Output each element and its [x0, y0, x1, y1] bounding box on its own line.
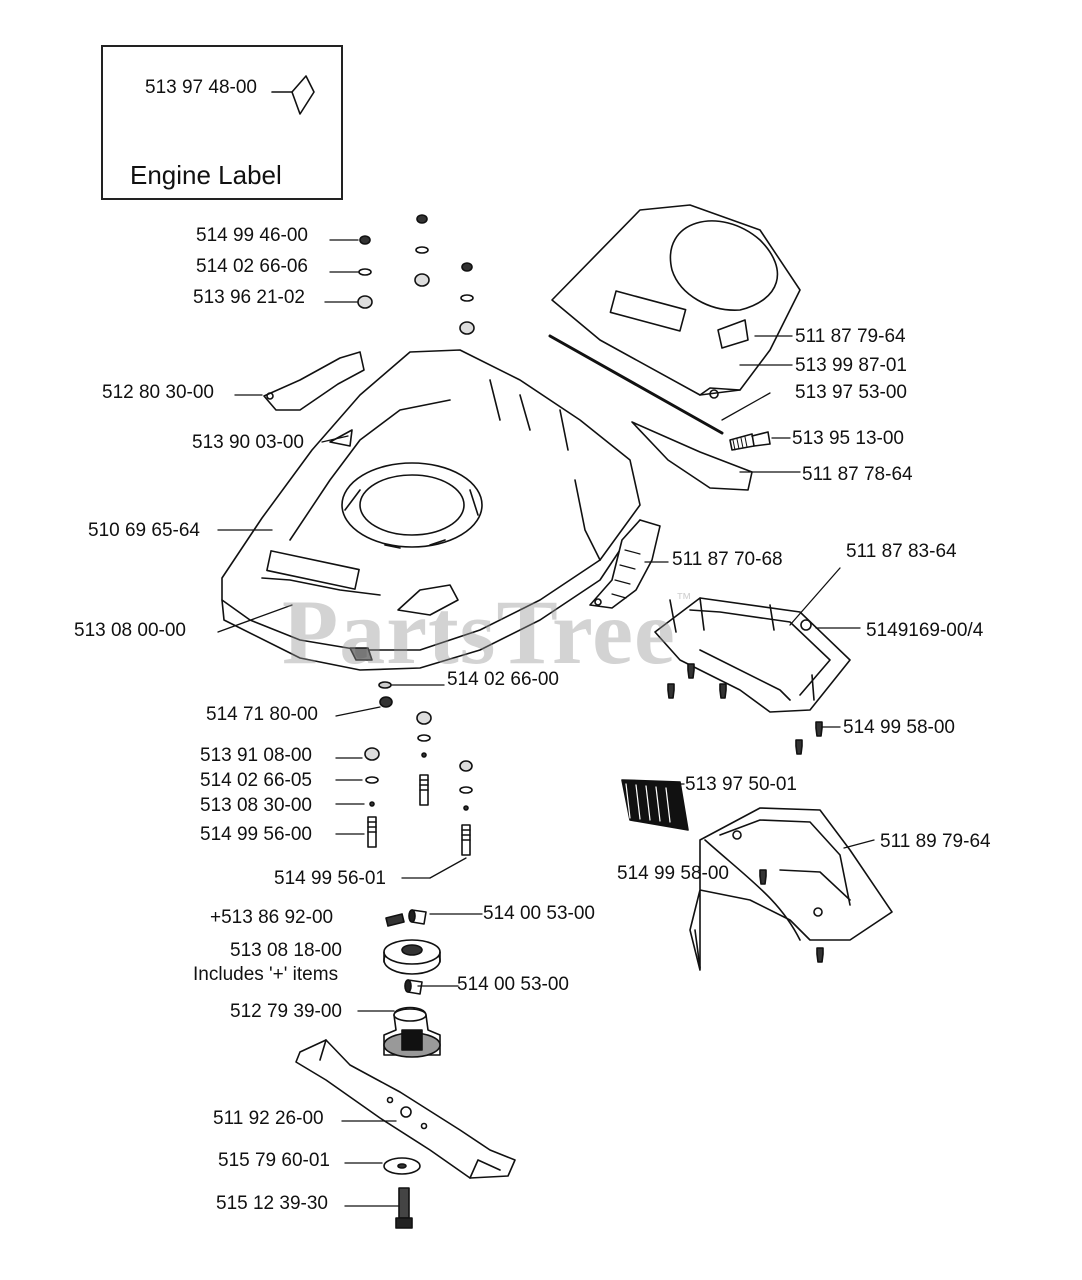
watermark: PartsTree™ — [282, 581, 693, 683]
deck-housing — [221, 349, 641, 671]
part-label[interactable]: 511 89 79-64 — [880, 831, 991, 852]
rod — [548, 334, 724, 435]
part-label[interactable]: 510 69 65-64 — [88, 520, 200, 541]
bracket-512-80-30-00 — [263, 351, 365, 411]
part-label[interactable]: 513 97 50-01 — [685, 774, 797, 795]
blade-washer-bolt — [383, 1157, 421, 1229]
part-label[interactable]: 513 08 00-00 — [74, 620, 186, 641]
part-label[interactable]: 514 99 56-00 — [200, 824, 312, 845]
part-note: Includes '+' items — [193, 964, 339, 985]
spring — [729, 431, 771, 451]
part-label[interactable]: 514 02 66-06 — [196, 256, 308, 277]
part-label[interactable]: 514 99 58-00 — [843, 717, 955, 738]
part-label[interactable]: 511 87 83-64 — [846, 541, 957, 562]
part-label[interactable]: 513 08 18-00 — [230, 940, 342, 961]
part-label[interactable]: 515 12 39-30 — [216, 1193, 328, 1214]
tray-screws — [667, 663, 823, 755]
part-label[interactable]: 513 08 30-00 — [200, 795, 312, 816]
upper-fasteners — [357, 214, 475, 335]
part-label[interactable]: 514 71 80-00 — [206, 704, 318, 725]
part-label[interactable]: 514 99 58-00 — [617, 863, 729, 884]
part-label[interactable]: 513 95 13-00 — [792, 428, 904, 449]
rear-cover — [551, 204, 801, 399]
part-label[interactable]: 513 97 53-00 — [795, 382, 907, 403]
part-label[interactable]: 513 90 03-00 — [192, 432, 304, 453]
part-label[interactable]: +513 86 92-00 — [210, 907, 334, 928]
part-label[interactable]: 511 87 79-64 — [795, 326, 906, 347]
engine-label-sticker — [271, 75, 315, 115]
part-label[interactable]: 514 00 53-00 — [483, 903, 595, 924]
part-label[interactable]: 514 99 56-01 — [274, 868, 386, 889]
handle-bracket — [589, 519, 661, 609]
part-label[interactable]: 514 02 66-05 — [200, 770, 312, 791]
part-label[interactable]: 513 96 21-02 — [193, 287, 305, 308]
part-label[interactable]: 513 99 87-01 — [795, 355, 907, 376]
part-label[interactable]: 512 79 39-00 — [230, 1001, 342, 1022]
brush-strip — [621, 779, 689, 831]
part-label[interactable]: 5149169-00/4 — [866, 620, 984, 641]
part-label[interactable]: 514 99 46-00 — [196, 225, 308, 246]
part-label[interactable]: 512 80 30-00 — [102, 382, 214, 403]
part-label[interactable]: 514 00 53-00 — [457, 974, 569, 995]
flap — [631, 421, 753, 491]
center-fasteners — [364, 681, 473, 856]
part-label-engine-label[interactable]: 513 97 48-00 — [145, 77, 257, 98]
part-label[interactable]: 515 79 60-01 — [218, 1150, 330, 1171]
inset-title: Engine Label — [130, 160, 282, 190]
part-label[interactable]: 513 91 08-00 — [200, 745, 312, 766]
part-label[interactable]: 511 92 26-00 — [213, 1108, 324, 1129]
part-label[interactable]: 511 87 78-64 — [802, 464, 913, 485]
rear-guard — [689, 807, 893, 971]
blade — [295, 1039, 516, 1179]
pulley-assembly — [383, 909, 441, 1058]
part-label[interactable]: 514 02 66-00 — [447, 669, 559, 690]
engine-label-inset — [101, 45, 343, 200]
part-label[interactable]: 511 87 70-68 — [672, 549, 783, 570]
